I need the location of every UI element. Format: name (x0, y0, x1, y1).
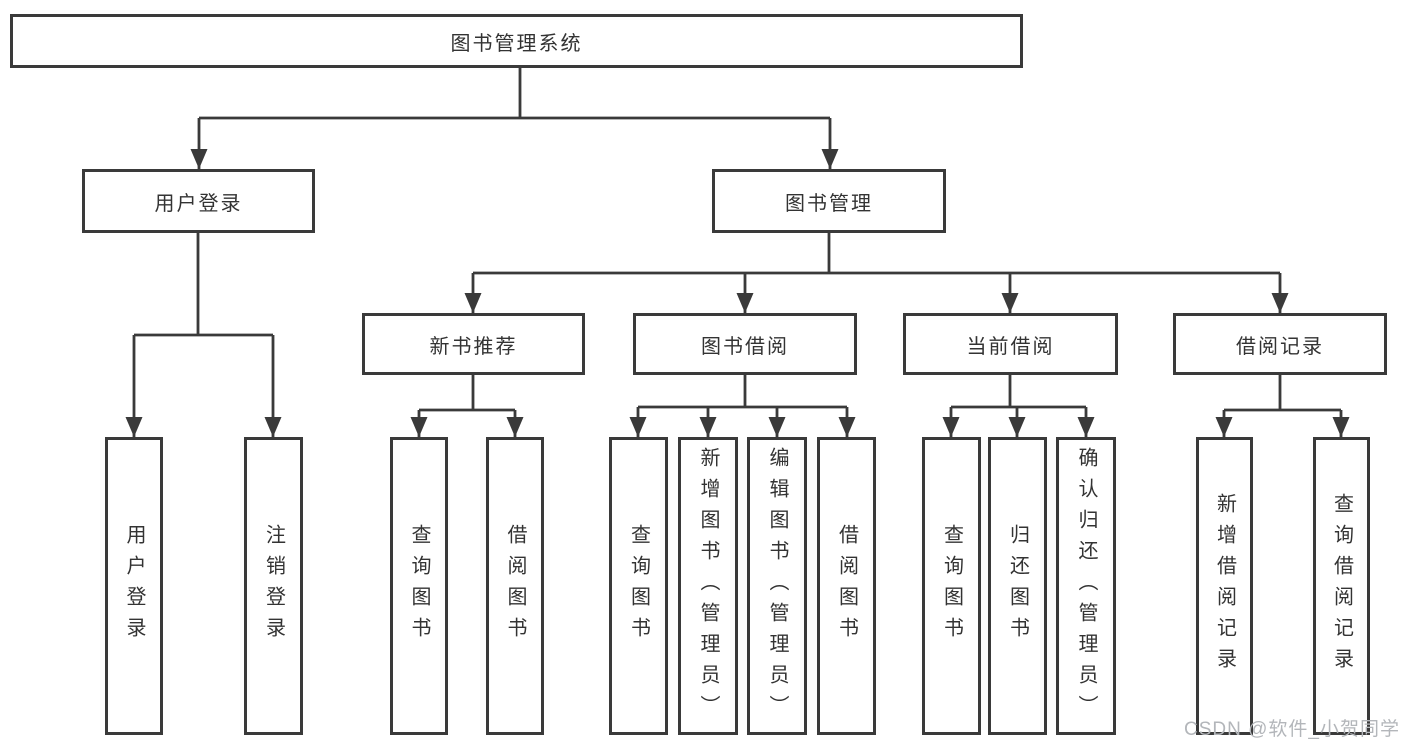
arrowhead-icon (629, 417, 647, 437)
leaf-user-login: 用户登录 (105, 437, 163, 735)
leaf-logout-label: 注销登录 (262, 524, 285, 648)
arrowhead-icon (1332, 417, 1350, 437)
arrowhead-icon (190, 149, 208, 169)
leaf-confirm-return-admin-label: 确认归还（管理员） (1075, 446, 1097, 726)
arrowhead-icon (264, 417, 282, 437)
node-current-borrow-label: 当前借阅 (966, 335, 1055, 358)
arrowhead-icon (736, 293, 754, 313)
leaf-edit-book-admin: 编辑图书（管理员） (747, 437, 807, 735)
leaf-add-book-admin-label: 新增图书（管理员） (697, 446, 719, 726)
leaf-recommend-borrow-books: 借阅图书 (486, 437, 544, 735)
leaf-current-query-books-label: 查询图书 (940, 524, 963, 648)
leaf-user-login-label: 用户登录 (123, 524, 145, 648)
arrowhead-icon (1215, 417, 1233, 437)
leaf-query-borrow-record: 查询借阅记录 (1313, 437, 1370, 735)
leaf-return-book: 归还图书 (988, 437, 1047, 735)
leaf-borrow-query-books: 查询图书 (609, 437, 668, 735)
node-user-login: 用户登录 (82, 169, 315, 233)
node-borrow-records-label: 借阅记录 (1236, 335, 1324, 358)
node-new-book-recommend: 新书推荐 (362, 313, 585, 375)
arrowhead-icon (1077, 417, 1095, 437)
leaf-logout: 注销登录 (244, 437, 303, 735)
node-root-label: 图书管理系统 (450, 32, 583, 55)
arrowhead-icon (838, 417, 856, 437)
watermark: CSDN @软件_小贺同学 (1184, 719, 1400, 740)
node-user-login-label: 用户登录 (154, 192, 243, 215)
leaf-current-query-books: 查询图书 (922, 437, 981, 735)
leaf-recommend-borrow-books-label: 借阅图书 (504, 524, 526, 648)
arrowhead-icon (1008, 417, 1026, 437)
connector-records-children (1215, 375, 1350, 437)
connector-book-mgmt-children (464, 233, 1289, 313)
leaf-borrow-borrow-books-label: 借阅图书 (835, 524, 858, 648)
arrowhead-icon (1271, 293, 1289, 313)
leaf-recommend-query-books-label: 查询图书 (408, 524, 430, 648)
connector-borrow-children (629, 375, 856, 437)
leaf-borrow-borrow-books: 借阅图书 (817, 437, 876, 735)
arrowhead-icon (506, 417, 524, 437)
leaf-recommend-query-books: 查询图书 (390, 437, 448, 735)
connector-current-children (942, 375, 1095, 437)
arrowhead-icon (410, 417, 428, 437)
node-borrow-records: 借阅记录 (1173, 313, 1387, 375)
leaf-add-borrow-record-label: 新增借阅记录 (1213, 493, 1236, 679)
leaf-return-book-label: 归还图书 (1006, 524, 1029, 648)
leaf-add-borrow-record: 新增借阅记录 (1196, 437, 1253, 735)
connector-recommend-children (410, 375, 524, 437)
connector-root-to-level1 (190, 68, 839, 169)
connector-user-login-children (125, 233, 282, 437)
arrowhead-icon (125, 417, 143, 437)
node-book-mgmt: 图书管理 (712, 169, 946, 233)
arrowhead-icon (464, 293, 482, 313)
node-current-borrow: 当前借阅 (903, 313, 1118, 375)
node-book-mgmt-label: 图书管理 (785, 192, 873, 215)
arrowhead-icon (1001, 293, 1019, 313)
node-root: 图书管理系统 (10, 14, 1023, 68)
leaf-edit-book-admin-label: 编辑图书（管理员） (766, 446, 788, 726)
arrowhead-icon (699, 417, 717, 437)
arrowhead-icon (942, 417, 960, 437)
arrowhead-icon (768, 417, 786, 437)
leaf-add-book-admin: 新增图书（管理员） (678, 437, 738, 735)
node-book-borrow-label: 图书借阅 (701, 335, 789, 358)
leaf-query-borrow-record-label: 查询借阅记录 (1330, 493, 1353, 679)
leaf-confirm-return-admin: 确认归还（管理员） (1056, 437, 1116, 735)
node-new-book-recommend-label: 新书推荐 (429, 335, 518, 358)
arrowhead-icon (821, 149, 839, 169)
node-book-borrow: 图书借阅 (633, 313, 857, 375)
leaf-borrow-query-books-label: 查询图书 (627, 524, 650, 648)
